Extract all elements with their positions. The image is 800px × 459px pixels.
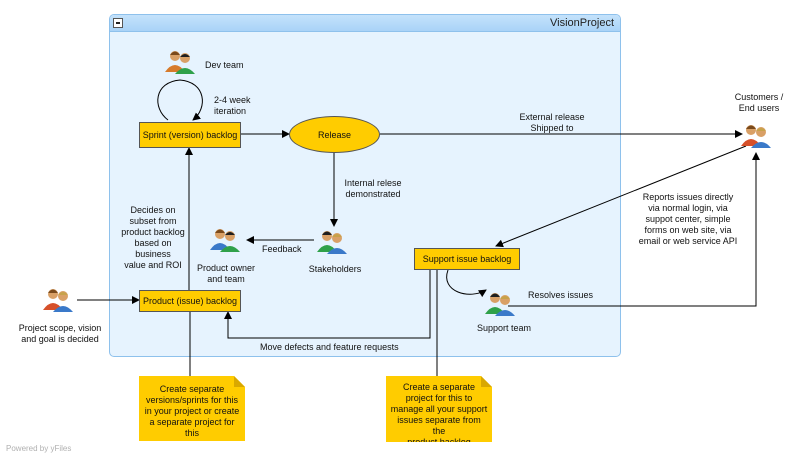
edge-support-loop <box>446 269 487 298</box>
customers-people-icon[interactable] <box>740 122 772 148</box>
product-owner-label: Product owner and team <box>196 263 256 284</box>
iteration-edge-label: 2-4 week iteration <box>214 95 251 116</box>
feedback-edge-label: Feedback <box>262 244 302 254</box>
stakeholders-label: Stakeholders <box>308 264 362 274</box>
sprint-backlog-node[interactable]: Sprint (version) backlog <box>139 122 241 148</box>
support-team-label: Support team <box>476 323 532 333</box>
support-backlog-node[interactable]: Support issue backlog <box>414 248 520 270</box>
stakeholders-people-icon[interactable] <box>316 228 348 254</box>
external-release-edge-label: External release Shipped to <box>519 112 585 133</box>
reports-edge-label: Reports issues directly via normal login… <box>638 192 738 246</box>
dev-team-people-icon[interactable] <box>164 48 196 74</box>
powered-by-watermark: Powered by yFiles <box>6 444 72 453</box>
customers-label: Customers / End users <box>734 92 784 113</box>
decides-edge-label: Decides on subset from product backlog b… <box>121 205 185 270</box>
dev-team-label: Dev team <box>205 60 244 70</box>
note-separate-project[interactable]: Create a separate project for this to ma… <box>386 376 492 442</box>
support-team-people-icon[interactable] <box>484 290 516 316</box>
edge-customers-to-support <box>495 145 747 248</box>
note-separate-versions[interactable]: Create separate versions/sprints for thi… <box>139 376 245 441</box>
project-scope-people-icon[interactable] <box>42 286 74 312</box>
release-node[interactable]: Release <box>289 116 380 153</box>
resolves-edge-label: Resolves issues <box>528 290 594 300</box>
note-fold-icon <box>234 376 245 387</box>
move-defects-edge-label: Move defects and feature requests <box>260 342 399 352</box>
collapse-toggle-icon[interactable] <box>113 18 123 28</box>
product-backlog-node[interactable]: Product (issue) backlog <box>139 290 241 312</box>
group-header: VisionProject <box>110 15 620 32</box>
edge-resolves-issues <box>508 152 760 307</box>
project-scope-label: Project scope, vision and goal is decide… <box>18 323 102 344</box>
note-fold-icon <box>481 376 492 387</box>
edge-move-defects <box>224 270 431 339</box>
group-title: VisionProject <box>550 17 614 29</box>
edge-iteration-loop <box>157 79 203 121</box>
product-owner-people-icon[interactable] <box>209 226 241 252</box>
internal-release-edge-label: Internal relese demonstrated <box>344 178 402 199</box>
